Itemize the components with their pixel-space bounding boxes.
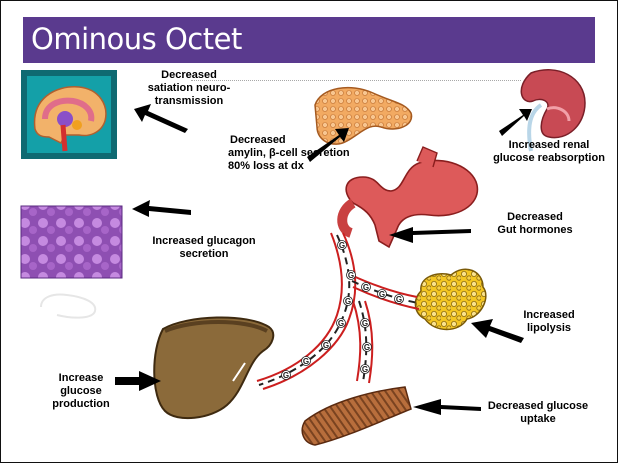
arrow-glucagon — [132, 200, 191, 217]
brain-illustration — [21, 70, 117, 159]
glucose-marker: G — [362, 365, 368, 374]
glucose-marker: G — [339, 241, 345, 250]
glucose-marker: G — [379, 290, 385, 299]
glucose-marker: G — [362, 319, 368, 328]
glucose-marker: G — [363, 283, 369, 292]
label-satiation: Decreased satiation neuro- transmission — [129, 69, 249, 108]
label-glucose-production: Increase glucose production — [41, 372, 121, 411]
label-renal: Increased renal glucose reabsorption — [479, 139, 618, 165]
label-amylin: Decreased amylin, β-cell secretion 80% l… — [228, 134, 388, 173]
glucose-marker: G — [348, 271, 354, 280]
alpha-cell-illustration — [21, 206, 122, 278]
label-lipolysis: Increased lipolysis — [509, 309, 589, 335]
label-glucose-uptake: Decreased glucose uptake — [473, 400, 603, 426]
faint-logo — [41, 295, 95, 318]
label-glucagon: Increased glucagon secretion — [129, 235, 279, 261]
glucose-marker: G — [345, 297, 351, 306]
glucose-marker: G — [338, 319, 344, 328]
arrow-muscle — [413, 399, 481, 415]
glucose-marker: G — [364, 343, 370, 352]
blood-vessels — [257, 233, 419, 389]
muscle-illustration — [302, 387, 411, 445]
arrow-kidney — [499, 109, 532, 136]
arrow-gut — [389, 227, 471, 243]
label-gut-hormones: Decreased Gut hormones — [475, 211, 595, 237]
glucose-marker: G — [303, 357, 309, 366]
liver-illustration — [154, 317, 273, 418]
glucose-marker: G — [323, 341, 329, 350]
adipose-illustration — [415, 269, 485, 329]
glucose-marker: G — [396, 295, 402, 304]
glucose-marker: G — [283, 371, 289, 380]
arrow-brain — [134, 104, 188, 133]
